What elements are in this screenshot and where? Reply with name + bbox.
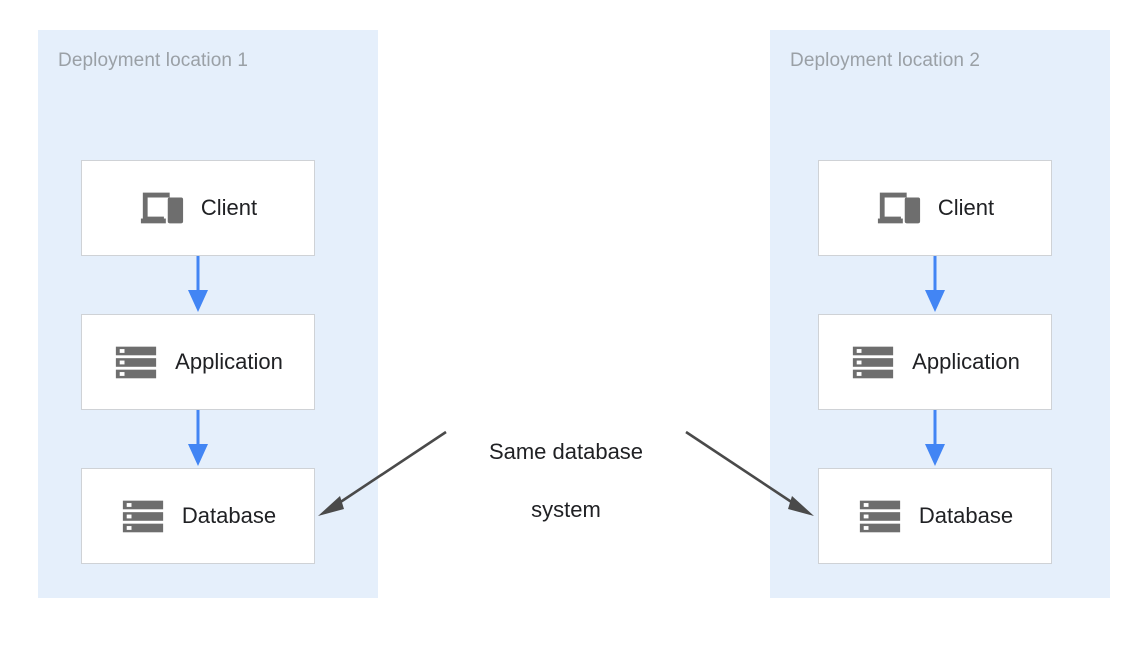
same-database-system-note: Same database system xyxy=(458,408,674,553)
node-application-2-label: Application xyxy=(912,349,1020,374)
storage-icon xyxy=(116,346,157,379)
deployment-zone-2-label: Deployment location 2 xyxy=(790,50,981,71)
devices-icon xyxy=(140,192,183,224)
node-client-1-label: Client xyxy=(200,195,258,220)
node-database-1[interactable]: Database xyxy=(81,468,315,564)
node-application-2[interactable]: Application xyxy=(818,314,1052,410)
node-client-2[interactable]: Client xyxy=(818,160,1052,256)
annotation-line-2: system xyxy=(531,497,601,523)
annotation-line-1: Same database xyxy=(488,439,644,465)
storage-icon xyxy=(853,346,894,379)
node-database-2-label: Database xyxy=(918,503,1014,528)
node-database-1-label: Database xyxy=(181,503,277,528)
node-client-2-label: Client xyxy=(937,195,995,220)
devices-icon xyxy=(877,192,920,224)
deployment-zone-1-label: Deployment location 1 xyxy=(58,50,249,71)
node-database-2[interactable]: Database xyxy=(818,468,1052,564)
node-client-1[interactable]: Client xyxy=(81,160,315,256)
storage-icon xyxy=(122,500,164,533)
node-application-1-label: Application xyxy=(175,349,283,374)
node-application-1[interactable]: Application xyxy=(81,314,315,410)
storage-icon xyxy=(859,500,901,533)
